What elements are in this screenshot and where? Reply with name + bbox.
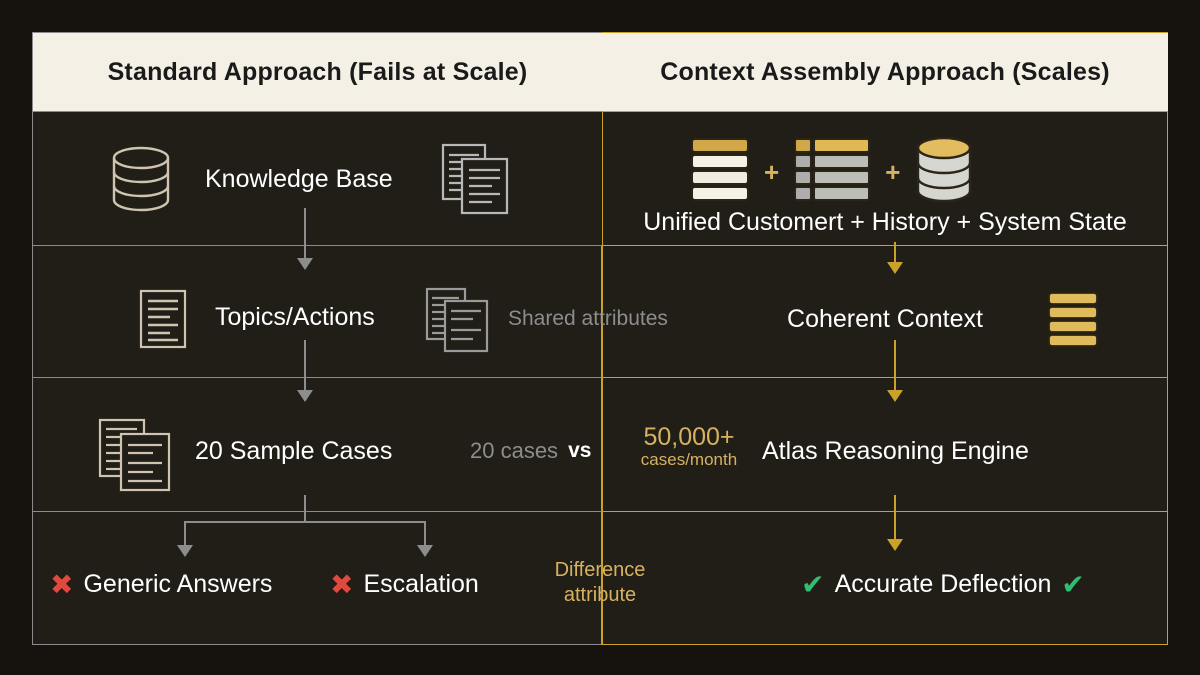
left-arrow-1-head [297,258,313,270]
right-volume-label: Atlas Reasoning Engine [762,437,1029,465]
left-column-title: Standard Approach (Fails at Scale) [107,57,528,86]
outcome-label-3: Accurate Deflection [834,570,1052,598]
documents-outline-icon [440,142,510,221]
left-fork-bar [184,521,426,523]
plus-separator-1: + [764,157,780,187]
left-arrow-2-head [297,390,313,402]
right-arrow-3-line [894,495,896,541]
left-fork-branch-2 [424,521,426,547]
x-mark-icon-1: ✖ [50,568,74,600]
left-fork-head-1 [177,545,193,557]
right-structure-label: Coherent Context [787,305,983,333]
shared-attributes-label: Shared attributes [508,307,668,330]
documents-stack-outline-icon-2 [98,418,172,497]
vs-label: vs [568,439,592,462]
left-fork-stem [304,495,306,523]
left-fork-head-2 [417,545,433,557]
outcome-label-1: Generic Answers [83,570,273,598]
row-divider-right-3 [602,511,1168,512]
left-arrow-1-line [304,208,306,260]
left-volume-label: 20 Sample Cases [195,437,393,465]
row-divider-left-2 [33,377,602,378]
volume-right-value: 50,000+ [643,423,735,451]
row-divider-right-2 [602,377,1168,378]
stacked-bars-gold-icon [1047,292,1099,355]
row-divider-right-1 [602,245,1168,246]
table-rows-icon [793,137,871,208]
right-arrow-2-head [887,390,903,402]
outcome-label-2: Escalation [363,570,479,598]
right-source-label: Unified Customert + History + System Sta… [643,208,1127,236]
left-source-label: Knowledge Base [205,165,393,193]
right-column-title: Context Assembly Approach (Scales) [660,57,1110,86]
stacked-bars-icon [690,137,750,208]
left-fork-branch-1 [184,521,186,547]
volume-right-value-group: 50,000+ cases/month [630,424,748,470]
right-arrow-2-line [894,340,896,392]
database-filled-icon [914,136,974,209]
row-divider-left-3 [33,511,602,512]
right-source-icon-group: + + [690,136,974,209]
outcome-accurate-deflection: ✔ Accurate Deflection ✔ [718,570,1168,599]
plus-separator-2: + [885,157,901,187]
right-arrow-1-head [887,262,903,274]
volume-right-unit: cases/month [640,450,738,470]
check-mark-icon-1: ✔ [801,568,825,600]
left-column-header: Standard Approach (Fails at Scale) [33,33,602,112]
center-divider-gold [601,246,602,511]
outcome-escalation: ✖ Escalation [330,570,479,599]
documents-stack-outline-icon [425,287,489,358]
left-column-panel [32,32,602,645]
outcome-generic-answers: ✖ Generic Answers [50,570,272,599]
left-structure-label: Topics/Actions [215,303,375,331]
right-arrow-1-line [894,242,896,266]
difference-line-2: attribute [563,584,637,606]
volume-left-value: 20 cases [470,438,559,463]
center-divider-gold-2 [601,512,602,645]
document-outline-icon [138,288,188,355]
row-divider-left-1 [33,245,602,246]
right-arrow-3-head [887,539,903,551]
difference-attribute-label: Difference attribute [530,558,670,608]
x-mark-icon-2: ✖ [330,568,354,600]
left-arrow-2-line [304,340,306,392]
difference-line-1: Difference [554,559,646,581]
volume-comparison: 20 cases vs [470,438,591,464]
right-column-header: Context Assembly Approach (Scales) [602,33,1168,112]
check-mark-icon-2: ✔ [1061,568,1085,600]
database-outline-icon [110,145,172,218]
